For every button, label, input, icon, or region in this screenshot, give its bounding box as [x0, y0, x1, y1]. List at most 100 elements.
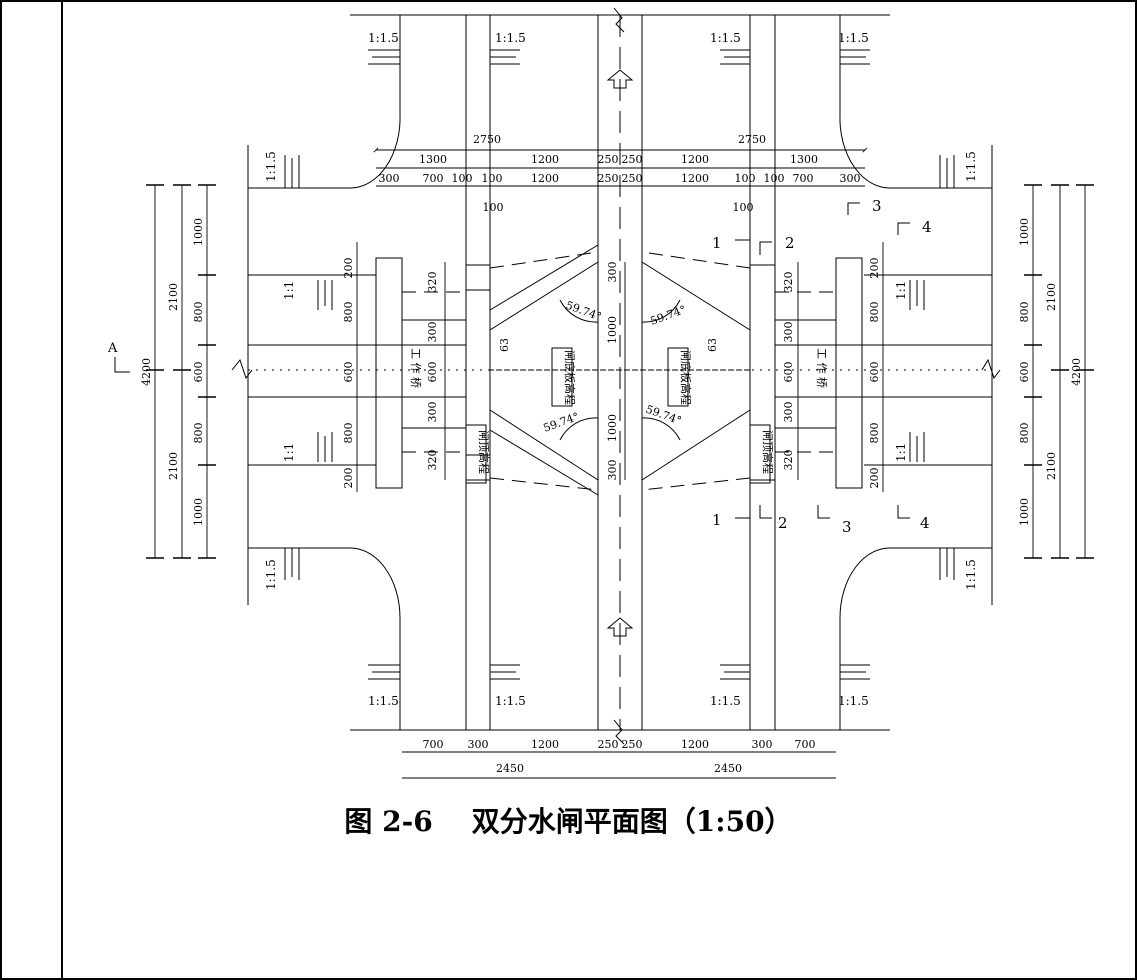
dim-label: 700	[795, 738, 816, 751]
dimension-text-top: 2750 2750 1300 1200 250 250 1200 1300 30…	[379, 133, 861, 214]
dim-label: 1300	[790, 153, 818, 166]
dim-label: 300	[782, 402, 795, 423]
dim-label: 300	[782, 322, 795, 343]
dim-label: 1000	[192, 218, 205, 246]
dim-label: 600	[868, 362, 881, 383]
dim-label: 600	[426, 362, 439, 383]
slope-label: 1:1.5	[838, 31, 869, 45]
dim-label: 800	[342, 302, 355, 323]
dim-label: 1200	[531, 738, 559, 751]
dim-label: 250	[622, 738, 643, 751]
dim-label: 1200	[681, 738, 709, 751]
section-mark: 2	[785, 234, 795, 252]
section-marks: 1 2 3 4 1 2 3 4	[712, 197, 932, 536]
dim-label: 63	[498, 338, 511, 352]
dim-label: 600	[1018, 362, 1031, 383]
dim-label: 320	[782, 450, 795, 471]
slope-label: 1:1	[282, 281, 296, 300]
dim-label: 200	[868, 258, 881, 279]
section-mark: 2	[778, 514, 788, 532]
section-mark: 1	[712, 234, 722, 252]
section-A-label: A	[107, 341, 118, 356]
dim-label: 320	[426, 272, 439, 293]
dim-label: 4200	[140, 358, 153, 386]
dim-label: 800	[868, 423, 881, 444]
dim-label: 250	[622, 153, 643, 166]
bridge-label: 工 作 桥	[409, 348, 422, 388]
dim-label: 1200	[531, 153, 559, 166]
section-mark: 3	[842, 518, 852, 536]
dim-label: 2450	[496, 762, 524, 775]
dim-label: 200	[868, 468, 881, 489]
slope-label: 1:1	[894, 443, 908, 462]
slope-label: 1:1.5	[495, 694, 526, 708]
dimension-text-left: 4200 2100 2100 1000 800 600 800 1000	[140, 218, 205, 526]
angle-label: 59.74°	[649, 303, 688, 328]
gate-bottom-label: 闸底板高程	[563, 350, 577, 405]
slope-label: 1:1.5	[495, 31, 526, 45]
dim-label: 250	[598, 153, 619, 166]
dim-label: 700	[793, 172, 814, 185]
dim-label: 800	[868, 302, 881, 323]
slope-label: 1:1.5	[710, 31, 741, 45]
dim-label: 2450	[714, 762, 742, 775]
section-mark: 4	[920, 514, 930, 532]
slope-label: 1:1	[282, 443, 296, 462]
slope-labels: 1:1.5 1:1.5 1:1.5 1:1.5 1:1.5 1:1.5 1:1.…	[264, 31, 978, 708]
gate-dimension-text: 200 800 600 800 200 200 800 600 800 200 …	[342, 258, 881, 489]
dim-label: 250	[598, 738, 619, 751]
dim-label: 320	[426, 450, 439, 471]
dim-label: 2100	[1045, 452, 1058, 480]
dim-label: 700	[423, 738, 444, 751]
dim-label: 100	[733, 201, 754, 214]
dim-label: 800	[1018, 302, 1031, 323]
dim-label: 2100	[167, 283, 180, 311]
dim-label: 1000	[606, 414, 619, 442]
dim-label: 1000	[1018, 218, 1031, 246]
dim-label: 1000	[606, 316, 619, 344]
dim-label: 100	[483, 201, 504, 214]
dim-label: 300	[468, 738, 489, 751]
dim-label: 800	[1018, 423, 1031, 444]
dim-label: 100	[735, 172, 756, 185]
section-mark: 3	[872, 197, 882, 215]
dim-label: 300	[426, 402, 439, 423]
dimension-text-right: 4200 2100 2100 1000 800 600 800 1000	[1018, 218, 1083, 526]
dim-label: 1300	[419, 153, 447, 166]
dim-label: 200	[342, 468, 355, 489]
dim-label: 600	[782, 362, 795, 383]
slope-label: 1:1.5	[368, 31, 399, 45]
dim-label: 300	[752, 738, 773, 751]
dim-label: 1000	[192, 498, 205, 526]
dim-label: 200	[342, 258, 355, 279]
slope-label: 1:1.5	[710, 694, 741, 708]
plan-structure	[114, 7, 1001, 745]
dim-label: 320	[782, 272, 795, 293]
dim-label: 300	[606, 460, 619, 481]
dim-label: 800	[342, 423, 355, 444]
dim-label: 1200	[531, 172, 559, 185]
section-mark: 1	[712, 511, 722, 529]
slope-label: 1:1.5	[368, 694, 399, 708]
gate-top-label: 闸顶高程	[761, 430, 775, 474]
dimension-lines	[146, 147, 1094, 779]
bridge-label: 工 作 桥	[815, 348, 828, 388]
figure-caption: 图 2-6 双分水闸平面图（1:50）	[0, 800, 1137, 840]
dim-label: 600	[342, 362, 355, 383]
dim-label: 800	[192, 302, 205, 323]
dim-label: 1200	[681, 172, 709, 185]
caption-number: 图 2-6	[344, 805, 433, 838]
dim-label: 100	[482, 172, 503, 185]
slope-label: 1:1.5	[964, 559, 978, 590]
dim-label: 600	[192, 362, 205, 383]
dim-label: 250	[622, 172, 643, 185]
gate-top-label: 闸顶高程	[477, 430, 491, 474]
annotation-labels: 工 作 桥 工 作 桥 闸顶高程 闸顶高程 闸底板高程 闸底板高程 A	[107, 341, 828, 474]
slope-label: 1:1.5	[964, 151, 978, 182]
dim-label: 2750	[738, 133, 766, 146]
slope-label: 1:1.5	[838, 694, 869, 708]
dim-label: 2100	[1045, 283, 1058, 311]
dim-label: 300	[840, 172, 861, 185]
dim-label: 800	[192, 423, 205, 444]
